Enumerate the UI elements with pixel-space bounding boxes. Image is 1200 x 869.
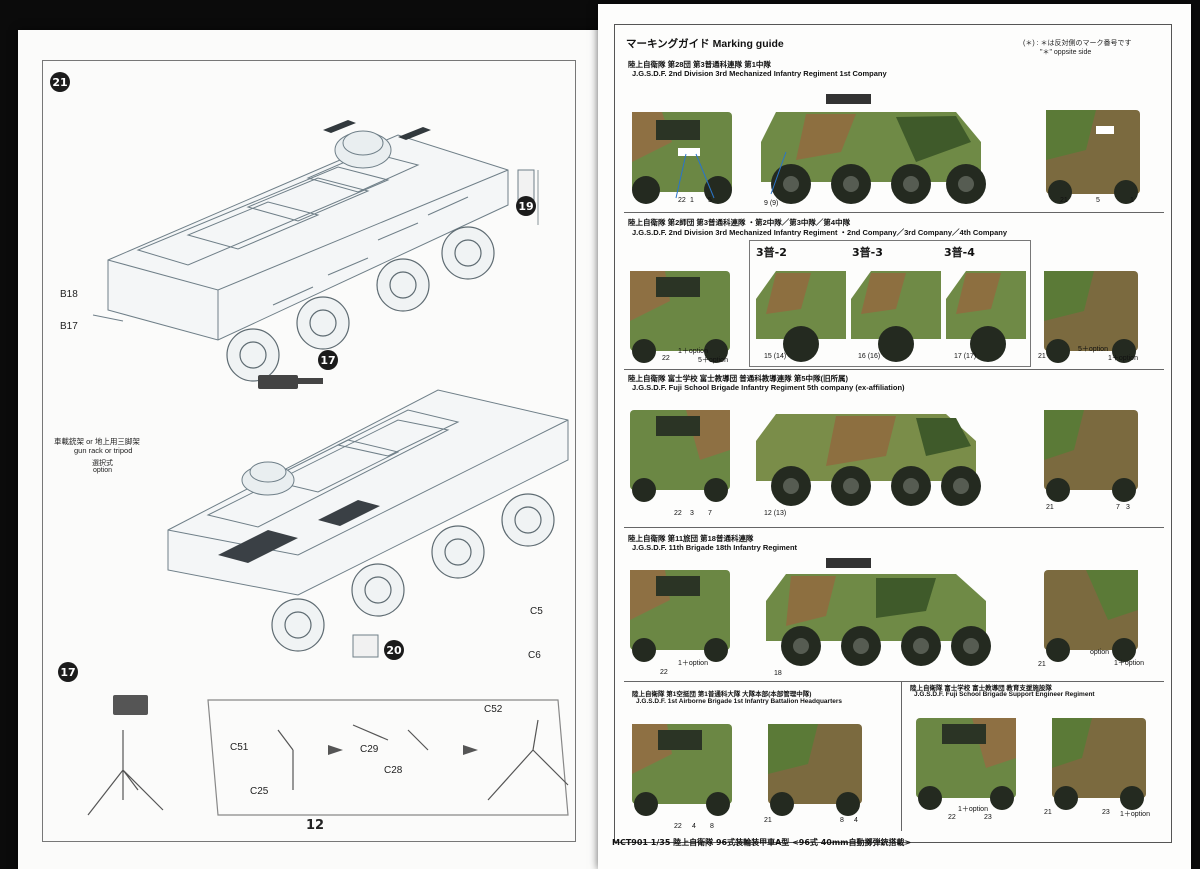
step-17-badge: 17: [318, 350, 338, 370]
part-label-b18: B18: [60, 289, 78, 300]
section-4-title-en: J.G.S.D.F. 11th Brigade 18th Infantry Re…: [632, 543, 798, 552]
section-5-label-8-rear: 8: [840, 817, 844, 824]
section-4-title-jp: 陸上自衛隊 第11旅団 第18普通科連隊: [628, 534, 754, 543]
section-3-label-7-rear: 7: [1116, 504, 1120, 511]
gun-rack-label-jp: 車載銃架 or 地上用三脚架: [54, 437, 140, 446]
step-badge: 21: [50, 72, 70, 92]
section-6-label-1-option-rear: 1＋option: [1120, 811, 1150, 818]
section-3-label-21: 21: [1046, 504, 1054, 511]
section-1-label-9: 9 (9): [764, 200, 779, 207]
section-vertical-divider: [901, 681, 902, 831]
section-2-label-1-option: 1＋option: [678, 348, 708, 355]
section-1-label-5-rear: 5: [1096, 197, 1100, 204]
section-divider: [624, 681, 1164, 682]
option-label-en: option: [93, 467, 113, 474]
vehicle-drawing-top: [92, 120, 539, 382]
section-3-label-3: 3: [690, 510, 694, 517]
section-3-vehicles: [626, 396, 1176, 511]
legend-line-2: "＊" oppsite side: [1040, 49, 1092, 56]
section-1-title-en: J.G.S.D.F. 2nd Division 3rd Mechanized I…: [632, 69, 887, 78]
page-number: 12: [306, 818, 325, 833]
section-1-label-1-rear: 1: [1130, 197, 1134, 204]
section-5-label-4: 4: [692, 823, 696, 830]
section-5-label-22: 22: [674, 823, 682, 830]
section-3-label-22: 22: [674, 510, 682, 517]
section-4-label-1-option: 1＋option: [678, 660, 708, 667]
marking-guide-frame: [614, 24, 1172, 843]
section-4-label-18: 18: [774, 670, 782, 677]
step-17-badge-lower: 17: [58, 662, 78, 682]
part-label-c5: C5: [530, 606, 543, 617]
marking-guide-title: マーキングガイド Marking guide: [626, 38, 784, 50]
section-3-title-en: J.G.S.D.F. Fuji School Brigade Infantry …: [632, 383, 905, 392]
section-2-label-15: 15 (14): [764, 353, 787, 360]
section-2-label-21: 21: [1038, 353, 1046, 360]
section-2-vehicles: [626, 259, 1176, 369]
company-tag-4: 3普-4: [944, 246, 975, 259]
company-variants-box: [749, 240, 1031, 367]
left-instruction-page: 21: [18, 30, 598, 869]
section-2-label-5-option: 5＋option: [698, 357, 728, 364]
section-2-label-5-option-rear: 5＋option: [1078, 346, 1108, 353]
section-5-title-jp: 陸上自衛隊 第1空挺団 第1普通科大隊 大隊本部(本部管理中隊): [632, 691, 812, 698]
section-4-label-1-option-rear: 1＋option: [1114, 660, 1144, 667]
section-1-vehicles: [626, 82, 1176, 212]
section-4-label-21: 21: [1038, 661, 1046, 668]
part-label-c29: C29: [360, 744, 379, 755]
section-5-label-8: 8: [710, 823, 714, 830]
vehicle-drawing-bottom: [167, 375, 569, 658]
gun-rack-label-en: gun rack or tripod: [74, 446, 133, 455]
section-2-label-16: 16 (16): [858, 353, 881, 360]
option-label-jp: 選択式: [92, 460, 113, 467]
instruction-frame: [42, 60, 576, 842]
section-3-label-12: 12 (13): [764, 510, 787, 517]
step-19-badge: 19: [516, 196, 536, 216]
section-2-title-jp: 陸上自衛隊 第2師団 第3普通科連隊 ・第2中隊／第3中隊／第4中隊: [628, 218, 851, 227]
section-5-label-21: 21: [764, 817, 772, 824]
section-2-label-22: 22: [662, 355, 670, 362]
section-4-vehicles: [626, 556, 1176, 671]
part-label-c25: C25: [250, 786, 269, 797]
section-1-label-21: 21: [1060, 197, 1068, 204]
section-divider: [624, 212, 1164, 213]
section-1-title-jp: 陸上自衛隊 第28団 第3普通科連隊 第1中隊: [628, 60, 771, 69]
section-4-label-option: option: [1090, 649, 1110, 656]
section-6-title-en: J.G.S.D.F. Fuji School Brigade Support E…: [914, 691, 1095, 698]
section-5-title-en: J.G.S.D.F. 1st Airborne Brigade 1st Infa…: [636, 698, 843, 705]
section-5-label-4-rear: 4: [854, 817, 858, 824]
section-3-title-jp: 陸上自衛隊 富士学校 富士教導団 普通科教導連隊 第5中隊(旧所属): [628, 374, 848, 383]
section-4-label-22: 22: [660, 669, 668, 676]
tripod-assembly-drawing: [87, 695, 569, 816]
section-1-label-22: 22: [678, 197, 686, 204]
section-divider: [624, 369, 1164, 370]
legend-line-1: (＊) : ＊は反対側のマーク番号です: [1023, 40, 1132, 47]
step-20-badge: 20: [384, 640, 404, 660]
page-footer: MCT901 1/35 陸上自衛隊 96式装輪装甲車A型 <96式 40mm自動…: [612, 838, 912, 847]
section-6-title-jp: 陸上自衛隊 富士学校 富士教導団 教育支援施設隊: [910, 685, 1052, 692]
section-1-label-5: 5: [708, 197, 712, 204]
section-3-label-7: 7: [708, 510, 712, 517]
section-5-vehicles: [628, 710, 898, 820]
part-label-c6: C6: [528, 650, 541, 661]
part-label-c52: C52: [484, 704, 503, 715]
section-1-label-1: 1: [690, 197, 694, 204]
section-6-label-22: 22: [948, 814, 956, 821]
right-marking-guide-page: マーキングガイド Marking guide (＊) : ＊は反対側のマーク番号…: [598, 4, 1191, 869]
section-6-label-23-rear: 23: [1102, 809, 1110, 816]
section-6-label-23: 23: [984, 814, 992, 821]
company-tag-3: 3普-3: [852, 246, 883, 259]
section-divider: [624, 527, 1164, 528]
section-6-label-1-option: 1＋option: [958, 806, 988, 813]
part-label-c28: C28: [384, 765, 403, 776]
company-tag-2: 3普-2: [756, 246, 787, 259]
part-label-b17: B17: [60, 321, 78, 332]
section-2-title-en: J.G.S.D.F. 2nd Division 3rd Mechanized I…: [632, 228, 1008, 237]
section-3-label-3-rear: 3: [1126, 504, 1130, 511]
section-6-label-21: 21: [1044, 809, 1052, 816]
section-2-label-17: 17 (17): [954, 353, 977, 360]
section-6-vehicles: [912, 704, 1172, 814]
section-2-label-1-option-rear: 1＋option: [1108, 355, 1138, 362]
part-label-c51: C51: [230, 742, 249, 753]
